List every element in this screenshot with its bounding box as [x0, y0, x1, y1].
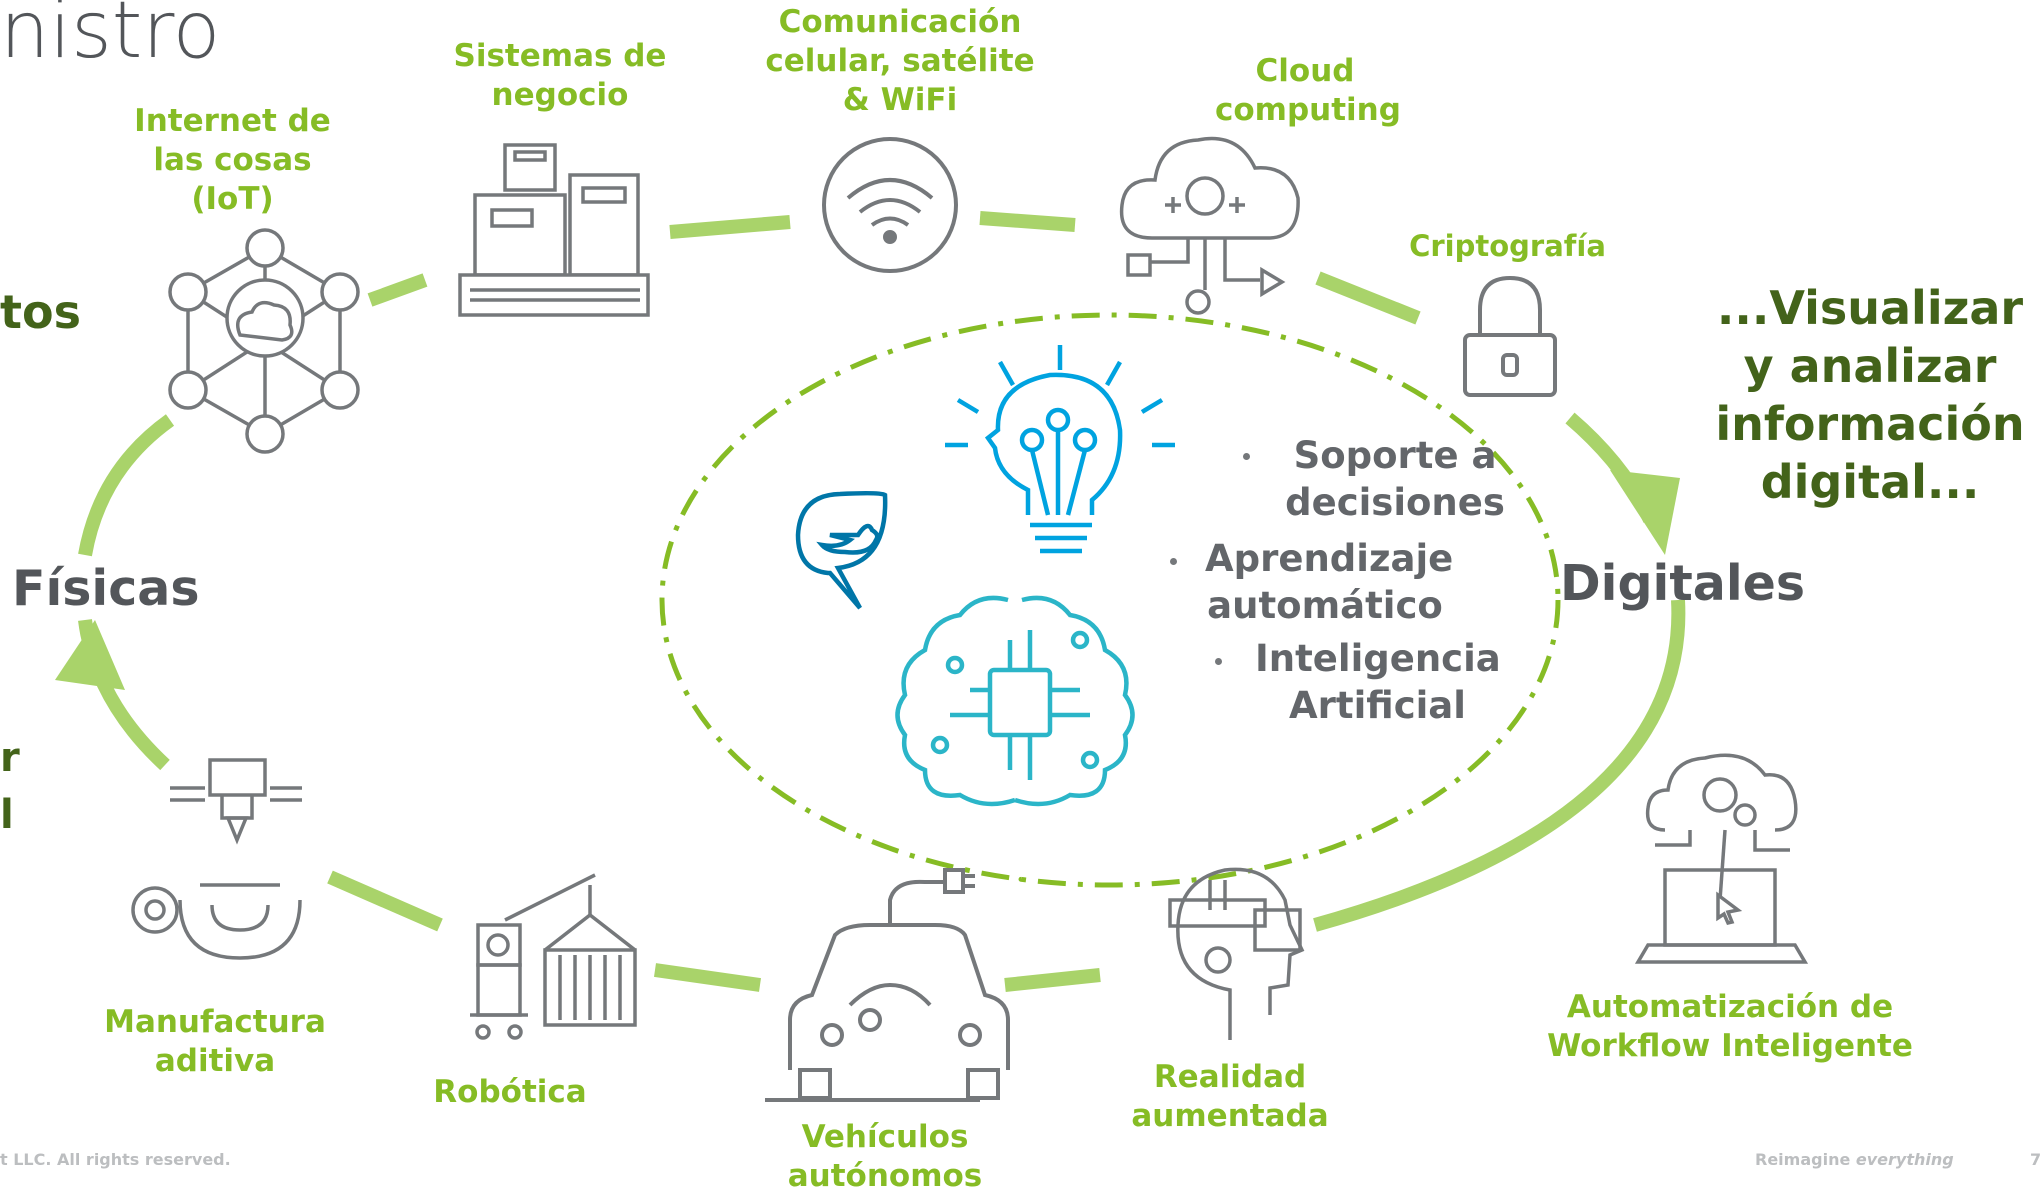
left-partial-2: r: [0, 735, 20, 781]
autonomous-car-icon: [765, 868, 1010, 1102]
label-cloud: Cloud computing: [1215, 53, 1401, 128]
brain-chip-icon: [895, 595, 1135, 807]
cloud-network-icon: [1119, 136, 1300, 315]
footer-tagline: Reimagine everything: [1755, 1150, 1954, 1169]
arrowhead-fisicas: [55, 620, 125, 690]
right-heading: ...Visualizar y analizar información dig…: [1715, 281, 2025, 509]
inner-ellipse: [659, 312, 1561, 888]
arrowhead-digital: [1610, 470, 1680, 555]
fisicas-label: Físicas: [12, 560, 200, 617]
bullet-dot: [1215, 658, 1222, 665]
label-iot: Internet de las cosas (IoT): [134, 103, 331, 217]
left-partial-1: tos: [0, 285, 81, 339]
padlock-icon: [1463, 275, 1557, 397]
left-partial-3: l: [0, 792, 14, 838]
label-ar: Realidad aumentada: [1131, 1059, 1329, 1134]
label-comms: Comunicación celular, satélite & WiFi: [765, 4, 1035, 118]
label-vehicles: Vehículos autónomos: [787, 1119, 983, 1194]
bullet-dot: [1243, 453, 1250, 460]
3d-printer-gear-icon: [131, 758, 302, 960]
label-additive: Manufactura aditiva: [104, 1004, 326, 1079]
page-number: 7: [2030, 1150, 2042, 1169]
vr-headset-head-icon: [1168, 867, 1305, 1040]
bullet-aprendizaje: Aprendizaje automático: [1205, 537, 1454, 628]
footer-tagline-emph: everything: [1855, 1150, 1954, 1169]
footer-tagline-prefix: Reimagine: [1755, 1150, 1851, 1169]
bullet-decisiones: Soporte a decisiones: [1285, 434, 1505, 525]
cash-register-icon: [458, 143, 650, 317]
label-workflow: Automatización de Workflow Inteligente: [1547, 989, 1913, 1064]
digitales-label: Digitales: [1560, 555, 1806, 612]
wifi-icon: [822, 137, 958, 273]
bullet-ia: Inteligencia Artificial: [1255, 637, 1501, 728]
label-business: Sistemas de negocio: [453, 38, 667, 113]
workflow-cloud-laptop-icon: [1634, 753, 1809, 964]
lightbulb-head-icon: [945, 345, 1175, 554]
bullet-dot: [1170, 558, 1177, 565]
footer-copyright: t LLC. All rights reserved.: [0, 1150, 231, 1169]
title-partial: nistro: [0, 0, 221, 76]
label-crypto: Criptografía: [1409, 229, 1606, 263]
chat-bird-icon: [795, 490, 888, 610]
robot-crane-container-icon: [470, 873, 637, 1040]
label-robotics: Robótica: [433, 1074, 587, 1110]
hub-cloud-icon: [168, 228, 360, 454]
